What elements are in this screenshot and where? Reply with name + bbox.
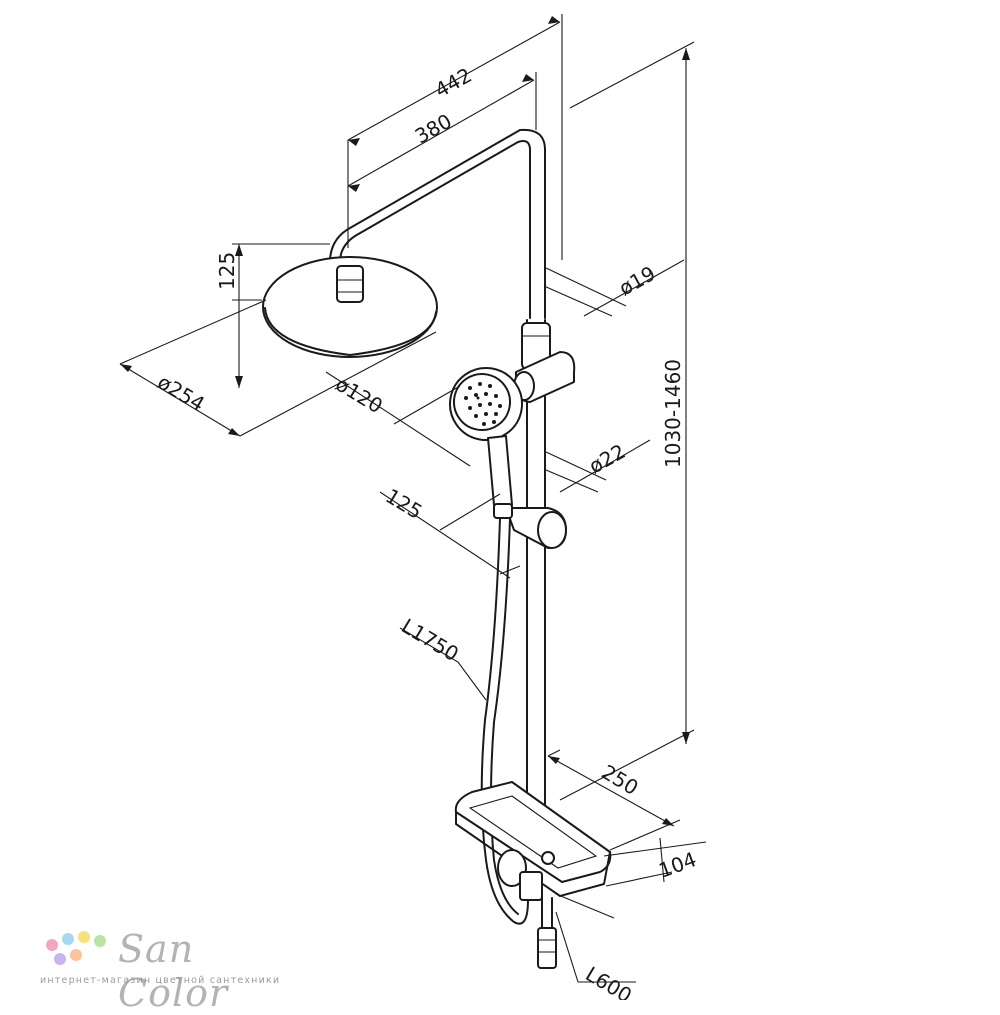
logo-brand-text: San Color bbox=[118, 927, 229, 1015]
lower-slide-holder bbox=[493, 503, 567, 549]
logo-dot-3 bbox=[78, 931, 90, 943]
logo-dot-5 bbox=[54, 953, 66, 965]
logo-dot-6 bbox=[70, 949, 82, 961]
logo-dot-4 bbox=[94, 935, 106, 947]
sancolor-logo: San Color интернет-магазин цветной санте… bbox=[40, 925, 300, 1015]
dim-104: 104 bbox=[656, 847, 700, 883]
dim-hose-length: L1750 bbox=[397, 614, 463, 667]
dim-380: 380 bbox=[411, 109, 456, 149]
dim-22: ø22 bbox=[585, 439, 630, 478]
dim-250: 250 bbox=[597, 760, 642, 800]
rain-shower-head bbox=[262, 256, 438, 358]
dim-442: 442 bbox=[431, 63, 476, 103]
supply-pipe bbox=[537, 897, 557, 969]
shelf-mixer bbox=[454, 781, 612, 901]
logo-tagline: интернет-магазин цветной сантехники bbox=[40, 975, 281, 986]
dim-120: ø120 bbox=[331, 372, 387, 419]
logo-dot-1 bbox=[46, 939, 58, 951]
logo-dot-2 bbox=[62, 933, 74, 945]
dimension-lines bbox=[119, 14, 707, 983]
dim-254: ø254 bbox=[153, 370, 209, 417]
dim-1030-1460: 1030-1460 bbox=[661, 359, 685, 468]
dim-125-top: 125 bbox=[215, 252, 239, 290]
slide-rod bbox=[521, 319, 551, 831]
overhead-arm bbox=[328, 128, 546, 319]
hand-shower bbox=[449, 367, 523, 506]
dim-l600: L600 bbox=[581, 962, 636, 1000]
